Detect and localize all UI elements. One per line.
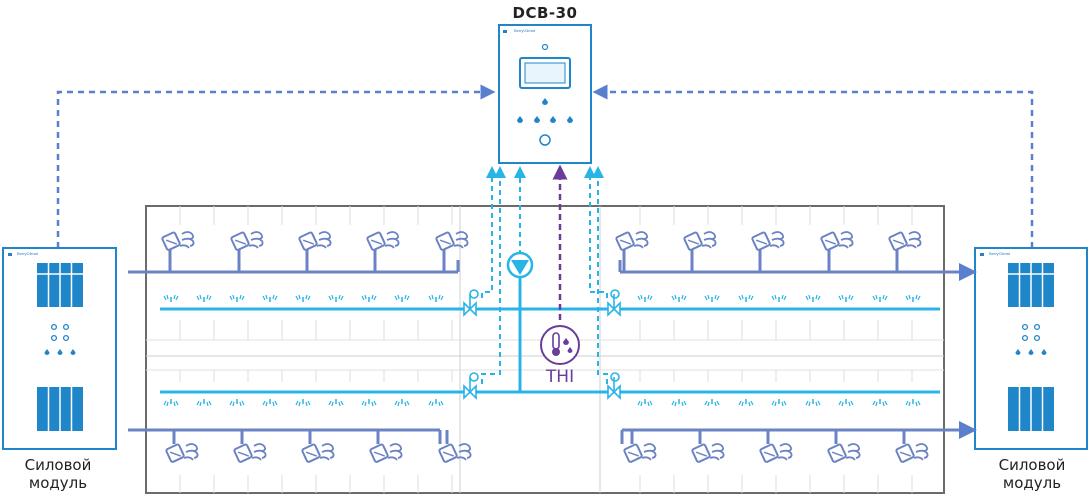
power-module-right-label-line1: Силовой <box>998 456 1066 474</box>
thi-sensor-icon <box>540 325 580 365</box>
fan-icon <box>366 231 400 251</box>
mist-nozzle-icon <box>771 294 787 302</box>
mist-nozzle-icon <box>704 294 720 302</box>
mist-nozzle-icon <box>328 294 344 302</box>
mist-nozzle-icon <box>295 399 311 407</box>
mist-nozzle-icon <box>163 399 179 407</box>
fan-icon <box>888 231 922 251</box>
power-module-left <box>2 247 117 450</box>
fan-icon <box>435 231 469 251</box>
mist-nozzle-icon <box>328 399 344 407</box>
controller-brand: BerryClimat <box>514 28 535 33</box>
fan-icon <box>895 443 929 463</box>
fan-icon <box>230 231 264 251</box>
mist-nozzle-icon <box>229 399 245 407</box>
mist-nozzle-icon <box>163 294 179 302</box>
mist-nozzle-icon <box>905 294 921 302</box>
fan-icon <box>623 443 657 463</box>
power-module-left-brand: BerryClimat <box>17 251 38 256</box>
mist-nozzle-icon <box>637 399 653 407</box>
fan-icon <box>438 443 472 463</box>
mist-nozzle-icon <box>838 399 854 407</box>
signal-lines <box>56 84 1034 248</box>
fan-icon <box>751 231 785 251</box>
mist-nozzle-icon <box>361 399 377 407</box>
controller-title: DCB-30 <box>512 4 578 22</box>
mist-nozzle-icon <box>262 294 278 302</box>
fan-icon <box>301 443 335 463</box>
fan-icon <box>691 443 725 463</box>
mist-nozzle-icon <box>872 399 888 407</box>
fan-icon <box>615 231 649 251</box>
valve-signal-lines <box>481 166 608 384</box>
mist-lines <box>160 272 940 394</box>
mist-nozzle-icon <box>838 294 854 302</box>
mist-nozzle-icon <box>394 399 410 407</box>
mist-nozzle-icon <box>196 294 212 302</box>
mist-nozzle-icon <box>738 399 754 407</box>
thi-sensor-label: THI <box>545 367 575 387</box>
fan-icon <box>683 231 717 251</box>
mist-nozzle-icon <box>671 294 687 302</box>
valves <box>463 289 621 400</box>
power-module-right-label: Силовой модуль <box>976 456 1088 492</box>
mist-nozzle-icon <box>428 294 444 302</box>
pump-icon <box>506 251 534 279</box>
mist-nozzle-icon <box>771 399 787 407</box>
mist-nozzle-icon <box>805 294 821 302</box>
power-module-right-brand: BerryClimat <box>989 251 1010 256</box>
controller-cabinet <box>498 24 592 164</box>
fan-icon <box>233 443 267 463</box>
mist-nozzle-icon <box>637 294 653 302</box>
fans <box>161 231 929 463</box>
power-module-left-label-line1: Силовой <box>24 456 92 474</box>
fan-icon <box>298 231 332 251</box>
fan-icon <box>820 231 854 251</box>
fan-icon <box>161 231 195 251</box>
fan-icon <box>369 443 403 463</box>
power-module-left-label-line2: модуль <box>28 474 88 492</box>
power-module-right <box>974 247 1088 450</box>
mist-nozzle-icon <box>738 294 754 302</box>
mist-nozzle-icon <box>394 294 410 302</box>
greenhouse-frame <box>145 205 945 494</box>
mist-nozzle-icon <box>704 399 720 407</box>
power-module-left-label: Силовой модуль <box>2 456 114 492</box>
mist-nozzle-icon <box>805 399 821 407</box>
fan-icon <box>827 443 861 463</box>
mist-nozzle-icon <box>262 399 278 407</box>
mist-nozzle-icon <box>905 399 921 407</box>
mist-nozzle-icon <box>872 294 888 302</box>
mist-nozzle-icon <box>295 294 311 302</box>
mist-nozzle-icon <box>671 399 687 407</box>
fan-icon <box>165 443 199 463</box>
power-module-right-label-line2: модуль <box>1002 474 1062 492</box>
mist-nozzles <box>163 294 921 407</box>
fan-power-lines <box>128 248 977 444</box>
mist-nozzle-icon <box>361 294 377 302</box>
fan-icon <box>759 443 793 463</box>
mist-nozzle-icon <box>229 294 245 302</box>
mist-nozzle-icon <box>428 399 444 407</box>
mist-nozzle-icon <box>196 399 212 407</box>
